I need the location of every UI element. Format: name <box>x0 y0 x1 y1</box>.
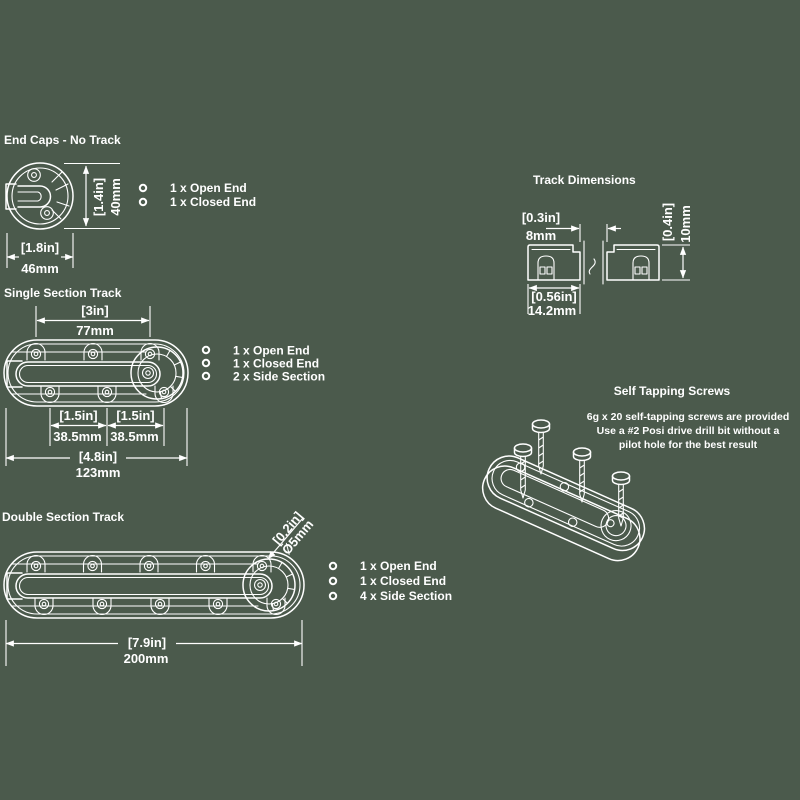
screws-note-line2: Use a #2 Posi drive drill bit without a <box>597 425 780 437</box>
end-cap-dimensions: [1.4in] 40mm [1.8in] 46mm <box>6 162 123 276</box>
dim-overall-in: [7.9in] <box>128 635 166 650</box>
dim-height-in: [1.4in] <box>91 178 106 216</box>
spec-item: 1 x Closed End <box>233 357 319 371</box>
dim-pitch-right-mm: 38.5mm <box>110 429 158 444</box>
dim-pitch-left-mm: 38.5mm <box>53 429 101 444</box>
dim-height-mm: 40mm <box>108 178 123 216</box>
single-track-list: 1 x Open End 1 x Closed End 2 x Side Sec… <box>201 344 325 384</box>
bullet-icon <box>201 345 211 355</box>
track-dimensions-section: Track Dimensions [0.3in] 8mm [0.4in] 10 <box>522 173 693 318</box>
dim-pitch-left-in: [1.5in] <box>59 408 97 423</box>
single-track-drawing <box>3 339 189 407</box>
dim-overall-mm: 200mm <box>124 651 169 666</box>
section-title-single-track: Single Section Track <box>4 286 122 300</box>
spec-item: 1 x Open End <box>360 559 437 573</box>
dim-pitch-right-in: [1.5in] <box>116 408 154 423</box>
dim-width-in: [1.8in] <box>21 240 59 255</box>
dim-profile-height-mm: 10mm <box>678 205 693 243</box>
bullet-icon <box>201 358 211 368</box>
spec-item: 1 x Closed End <box>360 574 446 588</box>
cross-section-dimensions: [0.3in] 8mm [0.4in] 10mm [0.56in] 14.2mm <box>522 203 693 318</box>
dim-overall-mm: 123mm <box>76 465 121 480</box>
bullet-icon <box>328 561 338 571</box>
screws-isometric-drawing <box>481 419 646 562</box>
screw <box>513 443 533 499</box>
screw <box>531 419 551 475</box>
dim-width-mm: 46mm <box>21 261 59 276</box>
screws-note-line3: pilot hole for the best result <box>619 439 758 451</box>
bullet-icon <box>138 183 148 193</box>
end-caps-section: End Caps - No Track [1.4in] 40mm [1.8in]… <box>4 133 256 276</box>
section-title-double-track: Double Section Track <box>2 510 124 524</box>
section-title-end-caps: End Caps - No Track <box>4 133 121 147</box>
double-track-section: Double Section Track <box>2 509 452 666</box>
bullet-icon <box>201 371 211 381</box>
dim-base-mm: 14.2mm <box>528 303 576 318</box>
dim-top-in: [3in] <box>81 303 108 318</box>
bullet-icon <box>328 576 338 586</box>
section-title-track-dimensions: Track Dimensions <box>533 173 636 187</box>
dim-profile-height-in: [0.4in] <box>660 203 675 241</box>
spec-item: 1 x Open End <box>170 181 247 195</box>
single-track-dimensions: [3in] 77mm [1.5in] [1.5in] 38.5mm 38.5mm… <box>5 303 188 480</box>
double-track-list: 1 x Open End 1 x Closed End 4 x Side Sec… <box>328 559 452 603</box>
dim-overall-in: [4.8in] <box>79 449 117 464</box>
spec-item: 4 x Side Section <box>360 589 452 603</box>
cross-section-drawing <box>527 240 660 285</box>
dim-top-mm: 77mm <box>76 323 114 338</box>
spec-item: 1 x Open End <box>233 344 310 358</box>
end-caps-list: 1 x Open End 1 x Closed End <box>138 181 256 209</box>
dim-base-in: [0.56in] <box>531 289 577 304</box>
single-track-section: Single Section Track <box>3 286 325 480</box>
double-track-dimensions: [0.2in] Ø5mm [7.9in] 200mm <box>5 509 316 666</box>
spec-item: 2 x Side Section <box>233 370 325 384</box>
section-title-screws: Self Tapping Screws <box>614 384 731 398</box>
bullet-icon <box>328 591 338 601</box>
double-track-drawing <box>3 551 305 619</box>
spec-item: 1 x Closed End <box>170 195 256 209</box>
dim-slot-in: [0.3in] <box>522 210 560 225</box>
screw <box>611 471 631 527</box>
bullet-icon <box>138 197 148 207</box>
screw <box>572 447 592 503</box>
end-cap-drawing <box>5 162 74 230</box>
screws-note-line1: 6g x 20 self-tapping screws are provided <box>587 411 790 423</box>
screws-section: Self Tapping Screws 6g x 20 self-tapping… <box>481 384 790 562</box>
dim-slot-mm: 8mm <box>526 228 556 243</box>
